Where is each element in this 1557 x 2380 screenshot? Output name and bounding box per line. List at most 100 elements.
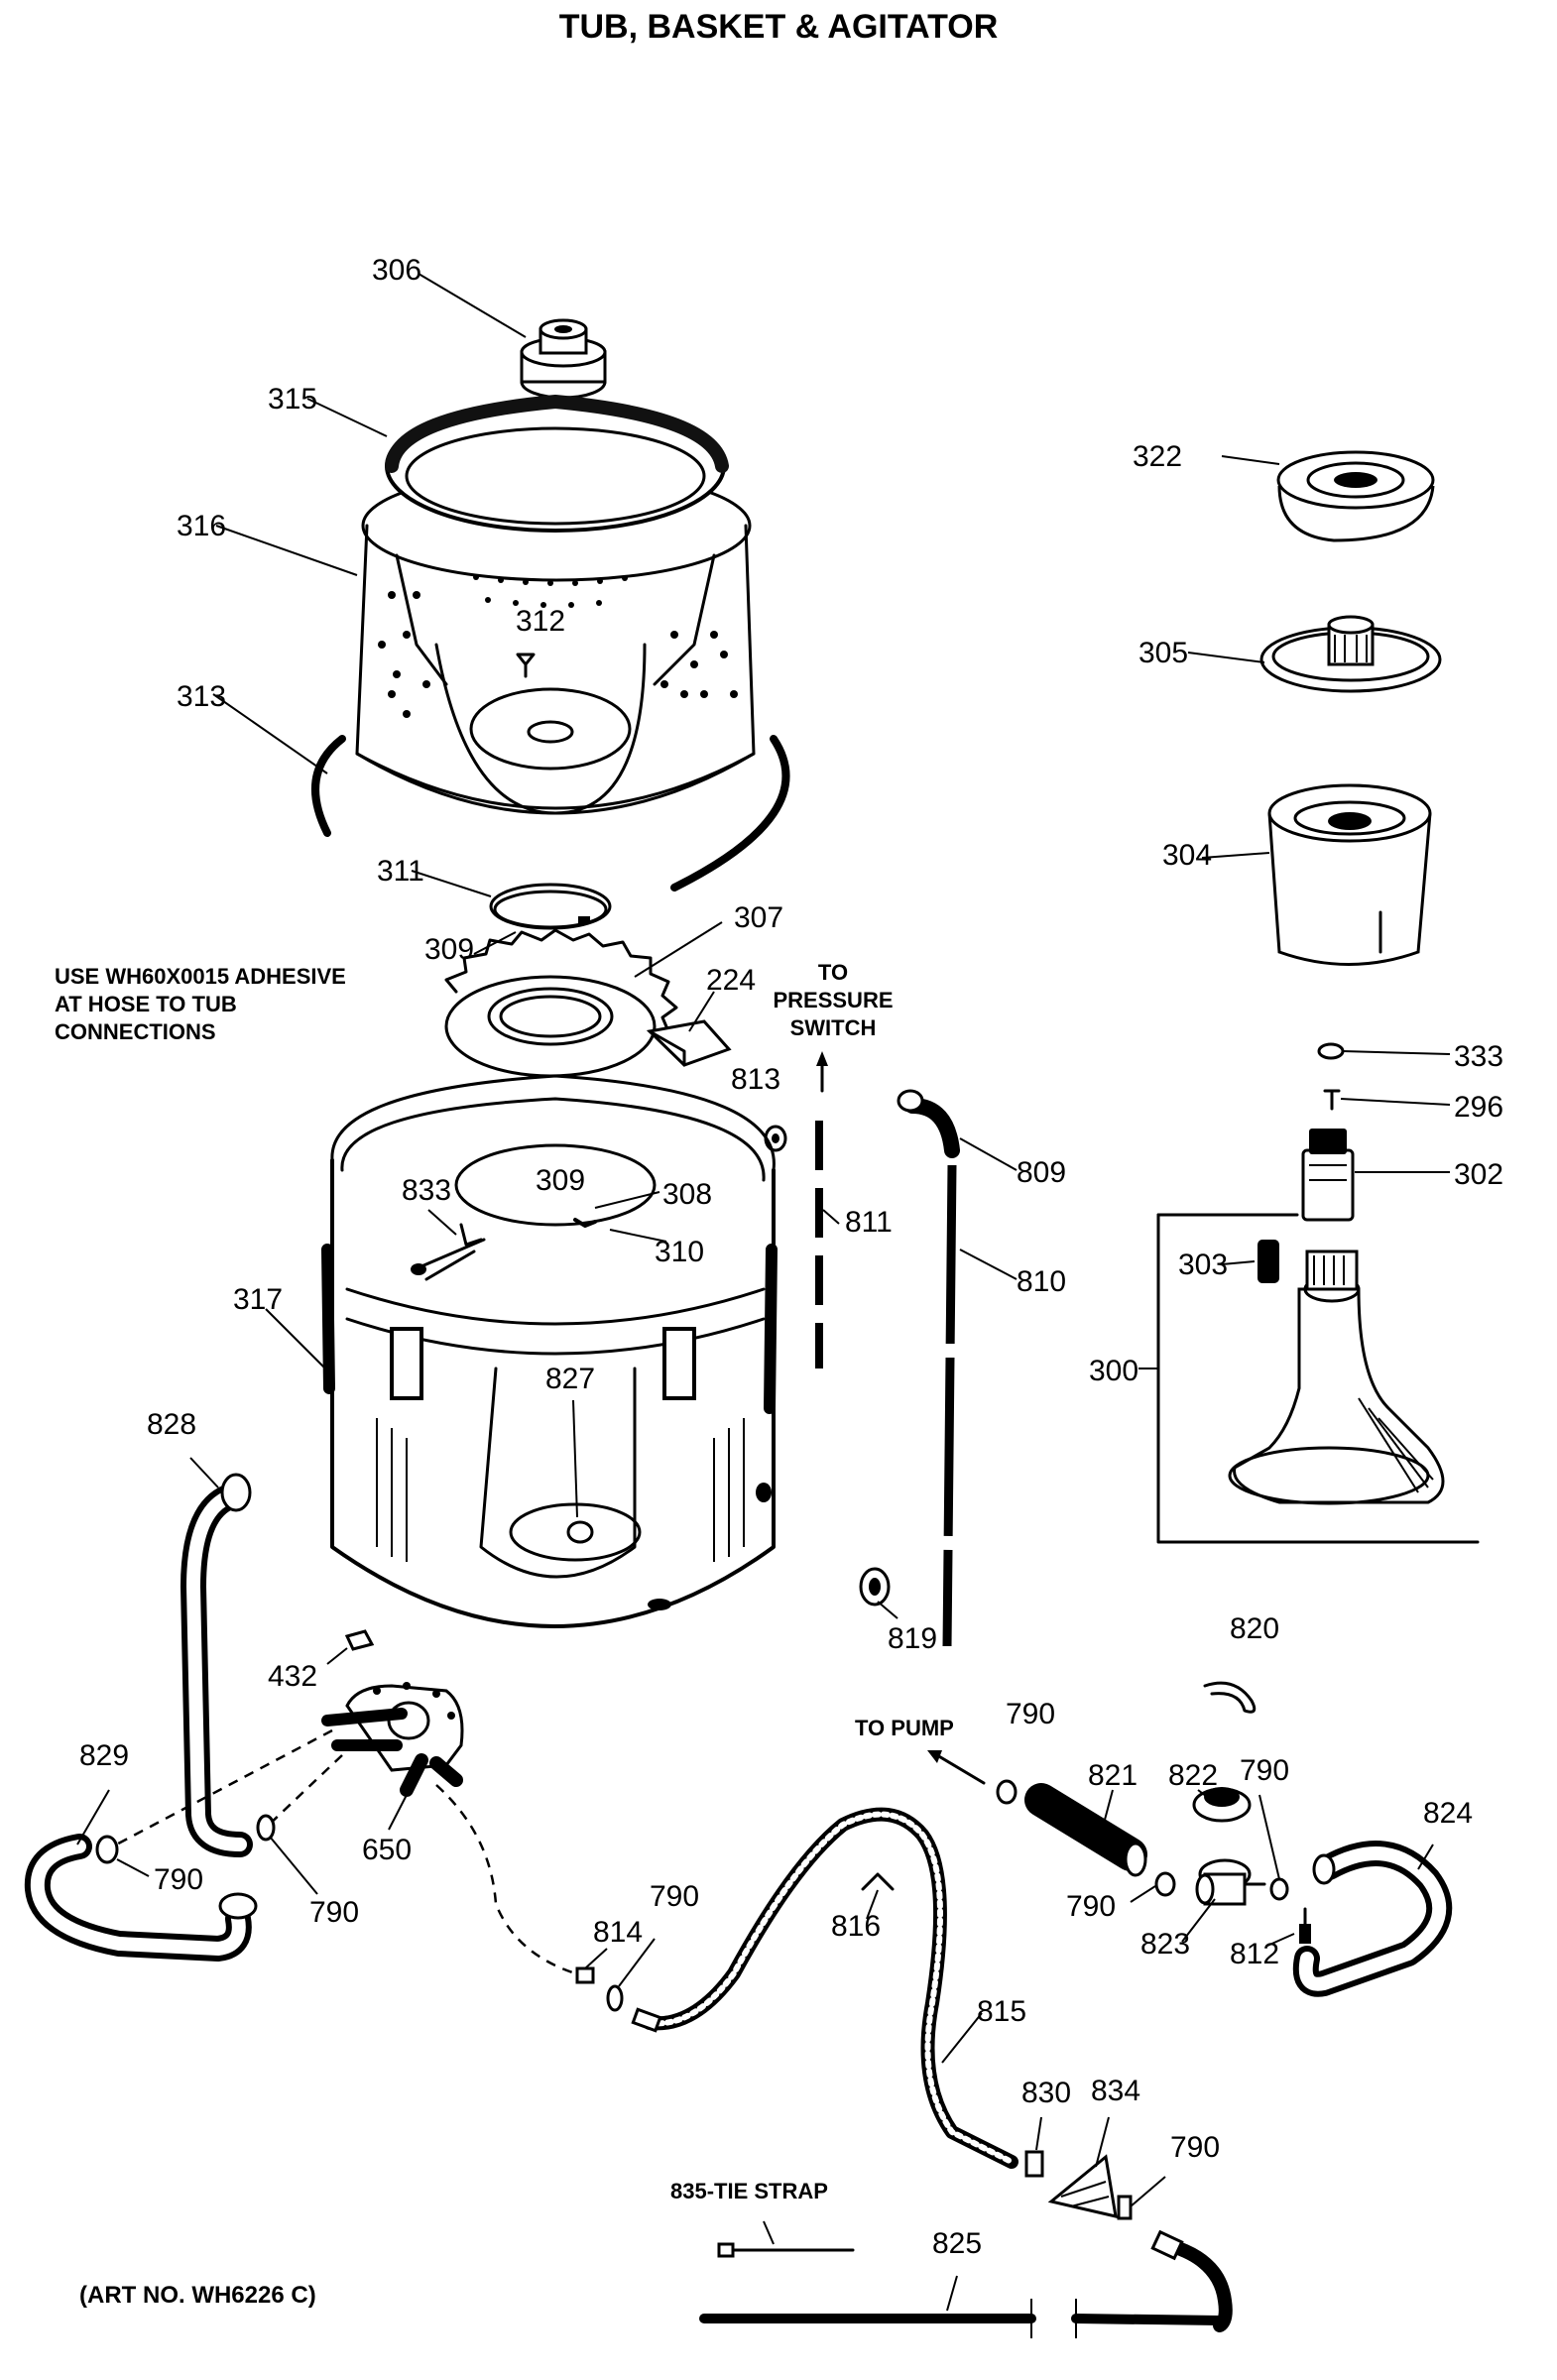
art-number: (ART NO. WH6226 C) xyxy=(79,2282,316,2309)
label-790-f: 790 xyxy=(650,1880,699,1913)
part-650-pump xyxy=(321,1682,464,1797)
part-815-hose xyxy=(631,1807,1018,2169)
part-809-elbow xyxy=(897,1089,960,1158)
label-317: 317 xyxy=(233,1283,283,1316)
label-311: 311 xyxy=(377,855,424,888)
part-822-check-valve-cap xyxy=(1192,1787,1252,1823)
part-432-clip xyxy=(344,1629,375,1651)
label-790-a: 790 xyxy=(154,1863,203,1896)
label-830: 830 xyxy=(1021,2077,1071,2109)
part-306-cap xyxy=(520,318,607,400)
label-825: 825 xyxy=(932,2227,982,2260)
part-835-tie-strap xyxy=(717,2242,855,2258)
part-296-screw xyxy=(1323,1089,1341,1111)
leader-lines xyxy=(76,273,1451,2312)
label-829: 829 xyxy=(79,1739,129,1772)
clamp-790-a xyxy=(95,1835,119,1864)
clamp-790-b xyxy=(256,1814,276,1842)
part-224-bracket xyxy=(646,1019,732,1067)
part-813-grommet xyxy=(764,1125,787,1152)
pressure-note-line3: SWITCH xyxy=(790,1015,877,1040)
tie-strap-note: 835-TIE STRAP xyxy=(670,2179,828,2203)
label-815: 815 xyxy=(977,1995,1026,2028)
label-811: 811 xyxy=(845,1206,893,1239)
part-317-tub xyxy=(321,1074,778,1628)
part-790-fitting-g xyxy=(1117,2195,1133,2220)
adhesive-note-line1: USE WH60X0015 ADHESIVE xyxy=(55,964,346,989)
part-823-valve xyxy=(1195,1858,1266,1906)
part-303-cam xyxy=(1258,1240,1279,1283)
label-828: 828 xyxy=(147,1408,196,1441)
label-306: 306 xyxy=(372,254,421,287)
label-333: 333 xyxy=(1454,1040,1503,1073)
part-812-fitting xyxy=(1299,1907,1311,1944)
label-432: 432 xyxy=(268,1660,317,1693)
label-824: 824 xyxy=(1423,1797,1473,1830)
part-790-clamp-f xyxy=(606,1984,624,2012)
part-829-hose xyxy=(24,1834,258,1962)
label-827: 827 xyxy=(545,1363,595,1395)
part-304-agitator-top xyxy=(1267,783,1432,966)
part-824-hose xyxy=(1292,1841,1453,1997)
clamp-790-c xyxy=(996,1779,1018,1805)
label-819: 819 xyxy=(888,1622,937,1655)
arrow-left-icon xyxy=(927,1750,986,1785)
label-650: 650 xyxy=(362,1834,412,1866)
label-790-b: 790 xyxy=(309,1896,359,1929)
inset-box xyxy=(1156,1213,1480,1544)
part-816-clip xyxy=(861,1872,895,1891)
label-307: 307 xyxy=(734,901,783,934)
label-813: 813 xyxy=(731,1063,780,1096)
page-title: TUB, BASKET & AGITATOR xyxy=(559,8,999,46)
label-823: 823 xyxy=(1140,1928,1190,1961)
label-310: 310 xyxy=(655,1236,704,1268)
label-820: 820 xyxy=(1230,1612,1279,1645)
part-810-tube xyxy=(942,1164,957,1647)
label-790-c: 790 xyxy=(1006,1698,1055,1730)
arrow-up-icon xyxy=(816,1051,828,1093)
part-825-standpipe xyxy=(699,2229,1233,2338)
label-309-a: 309 xyxy=(424,933,474,966)
dash-line-pump-790 xyxy=(265,1754,343,1829)
part-819-grommet xyxy=(859,1567,891,1606)
part-828-hose xyxy=(180,1473,253,1857)
label-790-d: 790 xyxy=(1240,1754,1289,1787)
label-304: 304 xyxy=(1162,839,1212,872)
part-322-cap xyxy=(1276,450,1435,542)
label-313: 313 xyxy=(177,680,226,713)
to-pump-note: TO PUMP xyxy=(855,1716,954,1740)
label-308: 308 xyxy=(662,1178,712,1211)
part-821-hose xyxy=(1024,1783,1147,1877)
dash-line-pump-814 xyxy=(435,1784,576,1975)
part-333-cap xyxy=(1317,1042,1345,1060)
label-316: 316 xyxy=(177,510,226,542)
label-821: 821 xyxy=(1088,1759,1138,1792)
label-834: 834 xyxy=(1091,2075,1140,2107)
label-790-e: 790 xyxy=(1066,1890,1116,1923)
label-816: 816 xyxy=(831,1910,881,1943)
label-814: 814 xyxy=(593,1916,643,1949)
part-number-labels: 306 315 316 312 313 311 309 307 224 813 … xyxy=(79,254,1503,2260)
clamp-790-e xyxy=(1269,1877,1289,1901)
label-812: 812 xyxy=(1230,1938,1279,1970)
part-316-basket xyxy=(355,395,756,815)
pressure-note-line2: PRESSURE xyxy=(773,988,893,1012)
part-814-plug xyxy=(575,1966,595,1984)
label-790-g: 790 xyxy=(1170,2131,1220,2164)
pressure-note-line1: TO xyxy=(818,960,848,985)
label-224: 224 xyxy=(706,964,756,997)
label-300: 300 xyxy=(1089,1355,1138,1387)
part-833-clip xyxy=(411,1223,486,1281)
part-820-clip xyxy=(1203,1681,1257,1714)
part-830-coupling xyxy=(1024,2150,1044,2178)
adhesive-note-line2: AT HOSE TO TUB xyxy=(55,992,237,1016)
label-312: 312 xyxy=(516,605,565,638)
label-833: 833 xyxy=(402,1174,451,1207)
part-311-ring xyxy=(489,883,612,930)
label-822: 822 xyxy=(1168,1759,1218,1792)
label-305: 305 xyxy=(1138,637,1188,669)
label-303: 303 xyxy=(1178,1249,1228,1281)
label-296: 296 xyxy=(1454,1091,1503,1124)
label-302: 302 xyxy=(1454,1158,1503,1191)
